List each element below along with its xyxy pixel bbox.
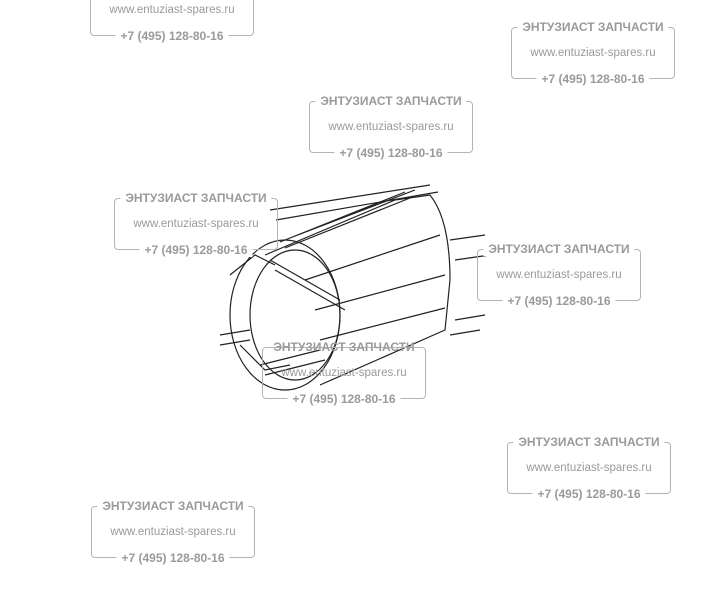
watermark: ЭНТУЗИАСТ ЗАПЧАСТИ www.entuziast-spares.r…: [507, 435, 671, 501]
watermark-phone: +7 (495) 128-80-16: [139, 243, 253, 257]
watermark-phone: +7 (495) 128-80-16: [334, 146, 448, 160]
watermark-title: ЭНТУЗИАСТ ЗАПЧАСТИ: [483, 242, 635, 256]
watermark-title: ЭНТУЗИАСТ ЗАПЧАСТИ: [513, 435, 665, 449]
watermark-title: ЭНТУЗИАСТ ЗАПЧАСТИ: [315, 94, 467, 108]
watermark-site: www.entuziast-spares.ru: [530, 47, 656, 59]
watermark: ЭНТУЗИАСТ ЗАПЧАСТИ www.entuziast-spares.r…: [262, 340, 426, 406]
watermark-site: www.entuziast-spares.ru: [133, 218, 259, 230]
watermark-phone: +7 (495) 128-80-16: [536, 72, 650, 86]
watermark: ЭНТУЗИАСТ ЗАПЧАСТИ www.entuziast-spares.r…: [114, 191, 278, 257]
watermark-site: www.entuziast-spares.ru: [281, 367, 407, 379]
watermark: ЭНТУЗИАСТ ЗАПЧАСТИwww.entuziast-spares.r…: [90, 0, 254, 43]
watermark-site: www.entuziast-spares.ru: [110, 526, 236, 538]
watermark: ЭНТУЗИАСТ ЗАПЧАСТИ www.entuziast-spares.r…: [309, 94, 473, 160]
watermark-phone: +7 (495) 128-80-16: [287, 392, 401, 406]
watermark-site: www.entuziast-spares.ru: [109, 4, 235, 16]
watermark-site: www.entuziast-spares.ru: [496, 269, 622, 281]
watermark: ЭНТУЗИАСТ ЗАПЧАСТИ www.entuziast-spares.r…: [91, 499, 255, 565]
watermark-site: www.entuziast-spares.ru: [328, 121, 454, 133]
stator-body: [219, 184, 491, 391]
watermark-phone: +7 (495) 128-80-16: [532, 487, 646, 501]
watermark-title: ЭНТУЗИАСТ ЗАПЧАСТИ: [97, 499, 249, 513]
watermark: ЭНТУЗИАСТ ЗАПЧАСТИ www.entuziast-spares.r…: [477, 242, 641, 308]
watermark-phone: +7 (495) 128-80-16: [115, 29, 229, 43]
watermark: ЭНТУЗИАСТ ЗАПЧАСТИ www.entuziast-spares.r…: [511, 20, 675, 86]
watermark-phone: +7 (495) 128-80-16: [502, 294, 616, 308]
watermark-title: ЭНТУЗИАСТ ЗАПЧАСТИ: [273, 340, 415, 354]
watermark-phone: +7 (495) 128-80-16: [116, 551, 230, 565]
stator-drawing: [219, 184, 491, 391]
watermark-site: www.entuziast-spares.ru: [526, 462, 652, 474]
watermark-title: ЭНТУЗИАСТ ЗАПЧАСТИ: [517, 20, 669, 34]
watermark-title: ЭНТУЗИАСТ ЗАПЧАСТИ: [120, 191, 272, 205]
